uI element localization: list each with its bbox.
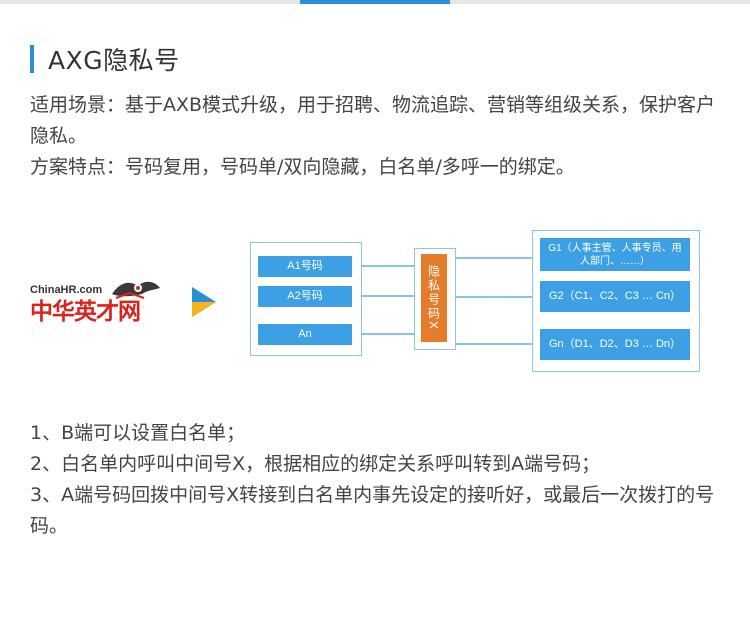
step-item: 1、B端可以设置白名单； [30,422,246,444]
group-gn: Gn（D1、D2、D3 … Dn） [540,329,690,360]
privacy-number-x: 隐私号码X [421,254,447,342]
play-arrow-icon [192,287,216,317]
group-g1: G1（人事主管、人事专员、用人部门、……） [540,238,690,271]
step-item: 2、白名单内呼叫中间号X，根据相应的绑定关系呼叫转到A端号码； [30,453,601,475]
step-item: 3、A端号码回拨中间号X转接到白名单内事先设定的接听好，或最后一次拨打的号码。 [30,484,715,537]
logo-domain: ChinaHR.com [30,284,103,296]
heading-accent-mark [30,45,34,73]
steps-list: 1、B端可以设置白名单； 2、白名单内呼叫中间号X，根据相应的绑定关系呼叫转到A… [30,418,720,542]
an-number: An [258,324,352,345]
intro-features: 方案特点：号码复用，号码单/双向隐藏，白名单/多呼一的绑定。 [30,156,575,178]
chinahr-logo: ChinaHR.com 中华英才网 [30,276,162,326]
logo-mascot-icon [112,281,160,299]
a1-number: A1号码 [258,256,352,277]
page-title: AXG隐私号 [48,46,180,75]
a2-number: A2号码 [258,286,352,307]
intro-text: 适用场景：基于AXB模式升级，用于招聘、物流追踪、营销等组级关系，保护客户隐私。… [30,90,730,183]
logo-name: 中华英才网 [30,299,141,325]
intro-scene: 适用场景：基于AXB模式升级，用于招聘、物流追踪、营销等组级关系，保护客户隐私。 [30,94,716,147]
section-heading: AXG隐私号 [30,44,180,75]
top-divider-accent [300,0,450,4]
group-g2: G2（C1、C2、C3 … Cn） [540,281,690,312]
